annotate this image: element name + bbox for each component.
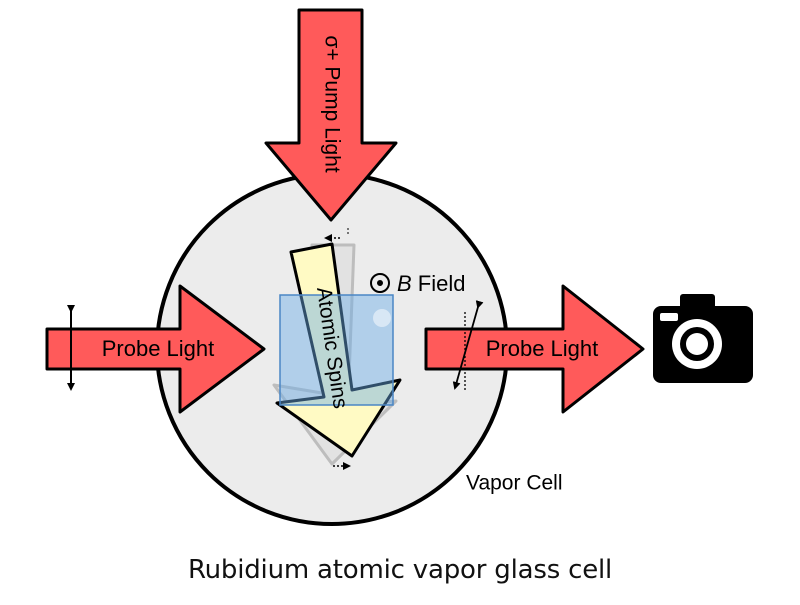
pump-light-label: σ+ Pump Light (320, 35, 343, 172)
atomic-spins-arrow (275, 242, 402, 458)
pump-light-arrow (264, 8, 398, 222)
probe-light-in-label: Probe Light (102, 336, 215, 361)
glare-spot (373, 309, 391, 327)
b-field-label: B Field (397, 271, 465, 296)
rotated-polarization-arrow-icon (452, 300, 484, 390)
probe-light-out-label: Probe Light (486, 336, 599, 361)
b-field-symbol: B (397, 271, 412, 296)
b-field-text: Field (412, 271, 466, 296)
probe-overlap-region (279, 294, 394, 406)
probe-light-out-arrow (424, 284, 645, 414)
figure-caption: Rubidium atomic vapor glass cell (187, 555, 613, 585)
vapor-cell-label: Vapor Cell (466, 472, 563, 495)
field-out-of-page-icon (370, 273, 390, 293)
camera-icon (653, 294, 753, 383)
